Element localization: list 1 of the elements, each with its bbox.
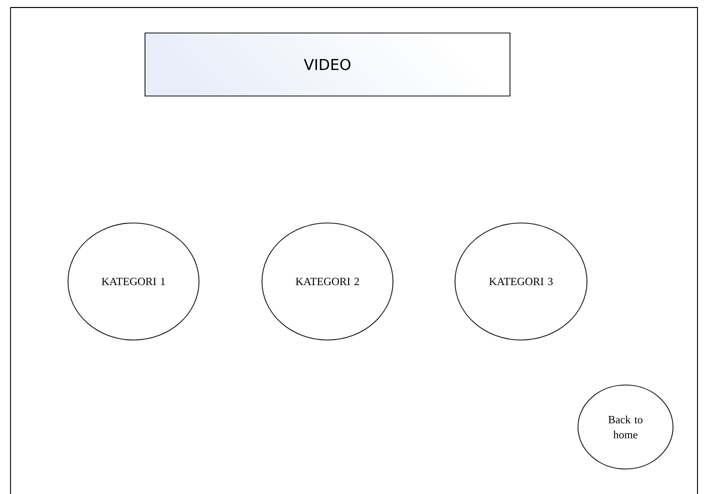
title-box: VIDEO [144, 32, 510, 96]
